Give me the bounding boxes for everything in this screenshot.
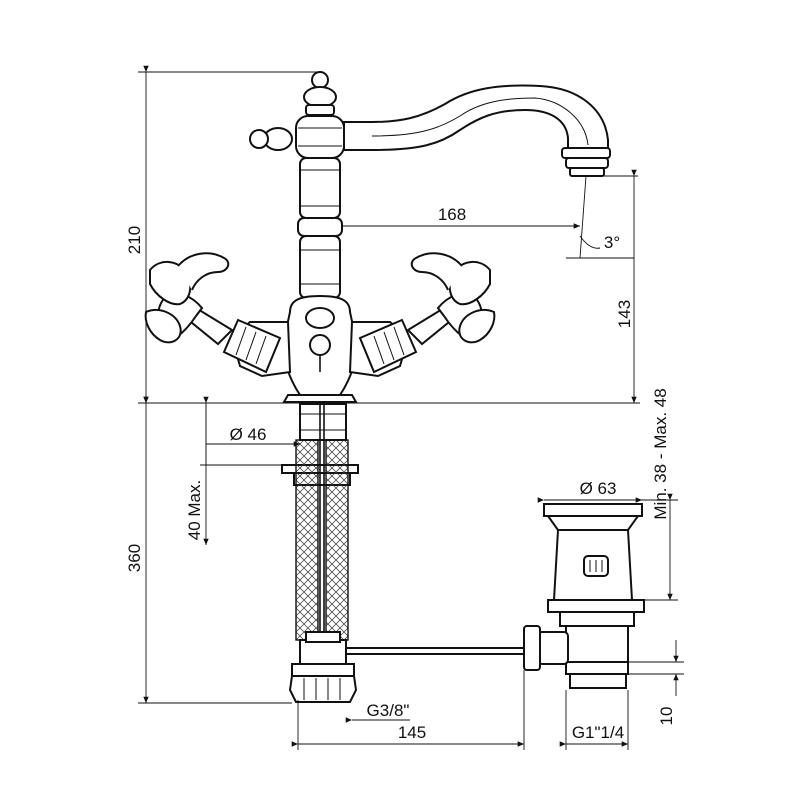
- dim-thread-hoses: G3/8": [367, 701, 410, 720]
- pop-up-waste: [523, 503, 645, 689]
- dim-base-diameter: Ø 46: [230, 425, 267, 444]
- dim-waste-range: Min. 38 - Max. 48: [651, 388, 670, 519]
- dim-spout-reach: 168: [438, 205, 466, 224]
- shank-and-hoses: [281, 403, 525, 703]
- dimension-labels: 210 168 3° 143 Ø 46 40 Max. 360 G3/8" 14…: [125, 205, 676, 742]
- dim-length-below: 360: [125, 544, 144, 572]
- dim-waste-height: 10: [657, 707, 676, 726]
- dimension-lines: [138, 65, 684, 750]
- dim-spout-height: 143: [615, 300, 634, 328]
- dim-max-thickness: 40 Max.: [185, 480, 204, 540]
- dim-spout-angle: 3°: [604, 233, 620, 252]
- dim-waste-thread: G1"1/4: [572, 723, 624, 742]
- right-cross-handle: [348, 252, 496, 378]
- faucet-body: [249, 71, 611, 403]
- left-cross-handle: [144, 252, 292, 378]
- dim-center-distance: 145: [398, 723, 426, 742]
- dim-height-top: 210: [125, 226, 144, 254]
- dim-waste-diameter: Ø 63: [580, 479, 617, 498]
